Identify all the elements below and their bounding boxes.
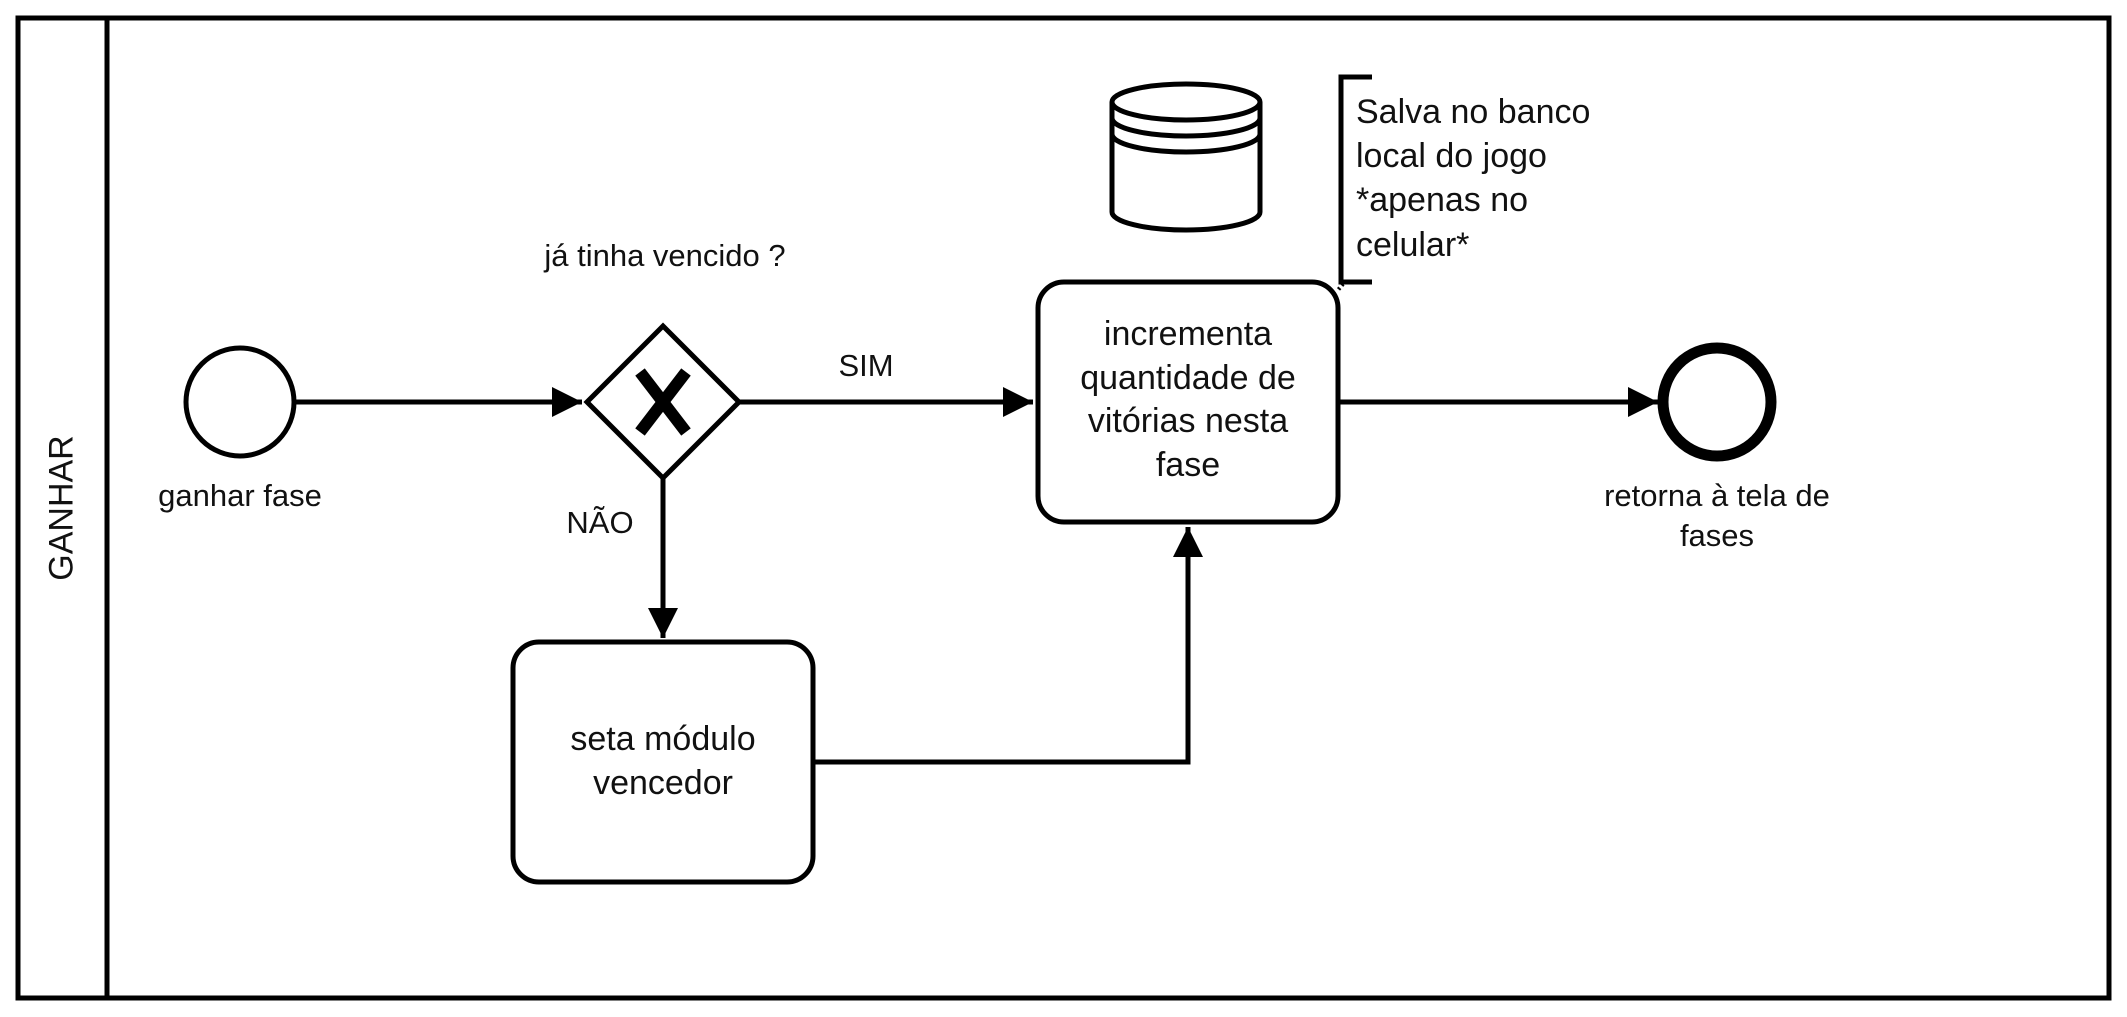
gateway-x-icon [635,368,691,436]
flow-set-module-to-increment [813,527,1203,765]
annotation-bracket [1338,74,1372,285]
yes-flow-label: SIM [838,348,894,383]
no-flow-label: NÃO [566,505,634,540]
end-event-label: retorna à tela de fases [1604,478,1830,554]
start-event-label: ganhar fase [158,478,322,513]
task-set-module-label: seta módulo vencedor [570,720,756,802]
gateway-question-label: já tinha vencido ? [544,238,786,273]
database-icon[interactable] [1109,81,1263,233]
task-increment-label: incrementa quantidade de vitórias nesta … [1080,315,1296,484]
end-event[interactable] [1657,342,1777,462]
annotation-text: Salva no banco local do jogo *apenas no … [1356,93,1591,264]
start-event[interactable] [183,345,297,459]
lane-label: GANHAR [42,435,81,581]
annotation-association [1336,282,1345,292]
